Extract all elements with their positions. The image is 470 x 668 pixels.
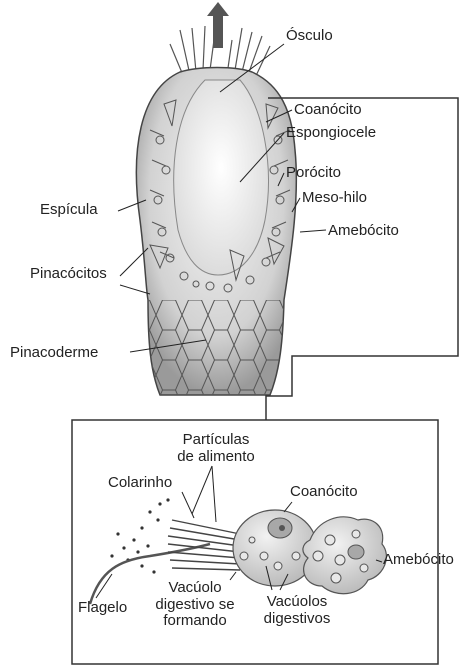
label-vacuolo-line2: digestivo se (140, 597, 250, 614)
label-porocito: Porócito (286, 165, 341, 182)
label-espicula: Espícula (40, 202, 98, 219)
label-particulas-line2: de alimento (156, 449, 276, 466)
label-coanocito-inset: Coanócito (290, 484, 358, 501)
label-espongiocele: Espongiocele (286, 125, 376, 142)
label-coanocito-top: Coanócito (294, 102, 362, 119)
spongocoel-cavity (174, 80, 269, 275)
label-pinacocitos: Pinacócitos (30, 266, 107, 283)
label-vacuolo-formando: Vacúolo digestivo se formando (140, 580, 250, 630)
label-pinacoderme: Pinacoderme (10, 345, 98, 362)
pinacoderm-pattern (140, 296, 290, 396)
label-vacuolo-line1: Vacúolo (140, 580, 250, 597)
label-vacuolos-line1: Vacúolos (252, 594, 342, 611)
label-meso-hilo: Meso-hilo (302, 190, 367, 207)
label-colarinho: Colarinho (108, 475, 172, 492)
label-osculo: Ósculo (286, 28, 333, 45)
label-particulas-line1: Partículas (156, 432, 276, 449)
label-vacuolo-line3: formando (140, 613, 250, 630)
label-amebocito-inset: Amebócito (383, 552, 454, 569)
label-amebocito-top: Amebócito (328, 223, 399, 240)
osculum-arrow (207, 2, 229, 48)
label-vacuolos-digestivos: Vacúolos digestivos (252, 594, 342, 627)
label-vacuolos-line2: digestivos (252, 611, 342, 628)
label-flagelo: Flagelo (78, 600, 127, 617)
label-particulas-alimento: Partículas de alimento (156, 432, 276, 465)
